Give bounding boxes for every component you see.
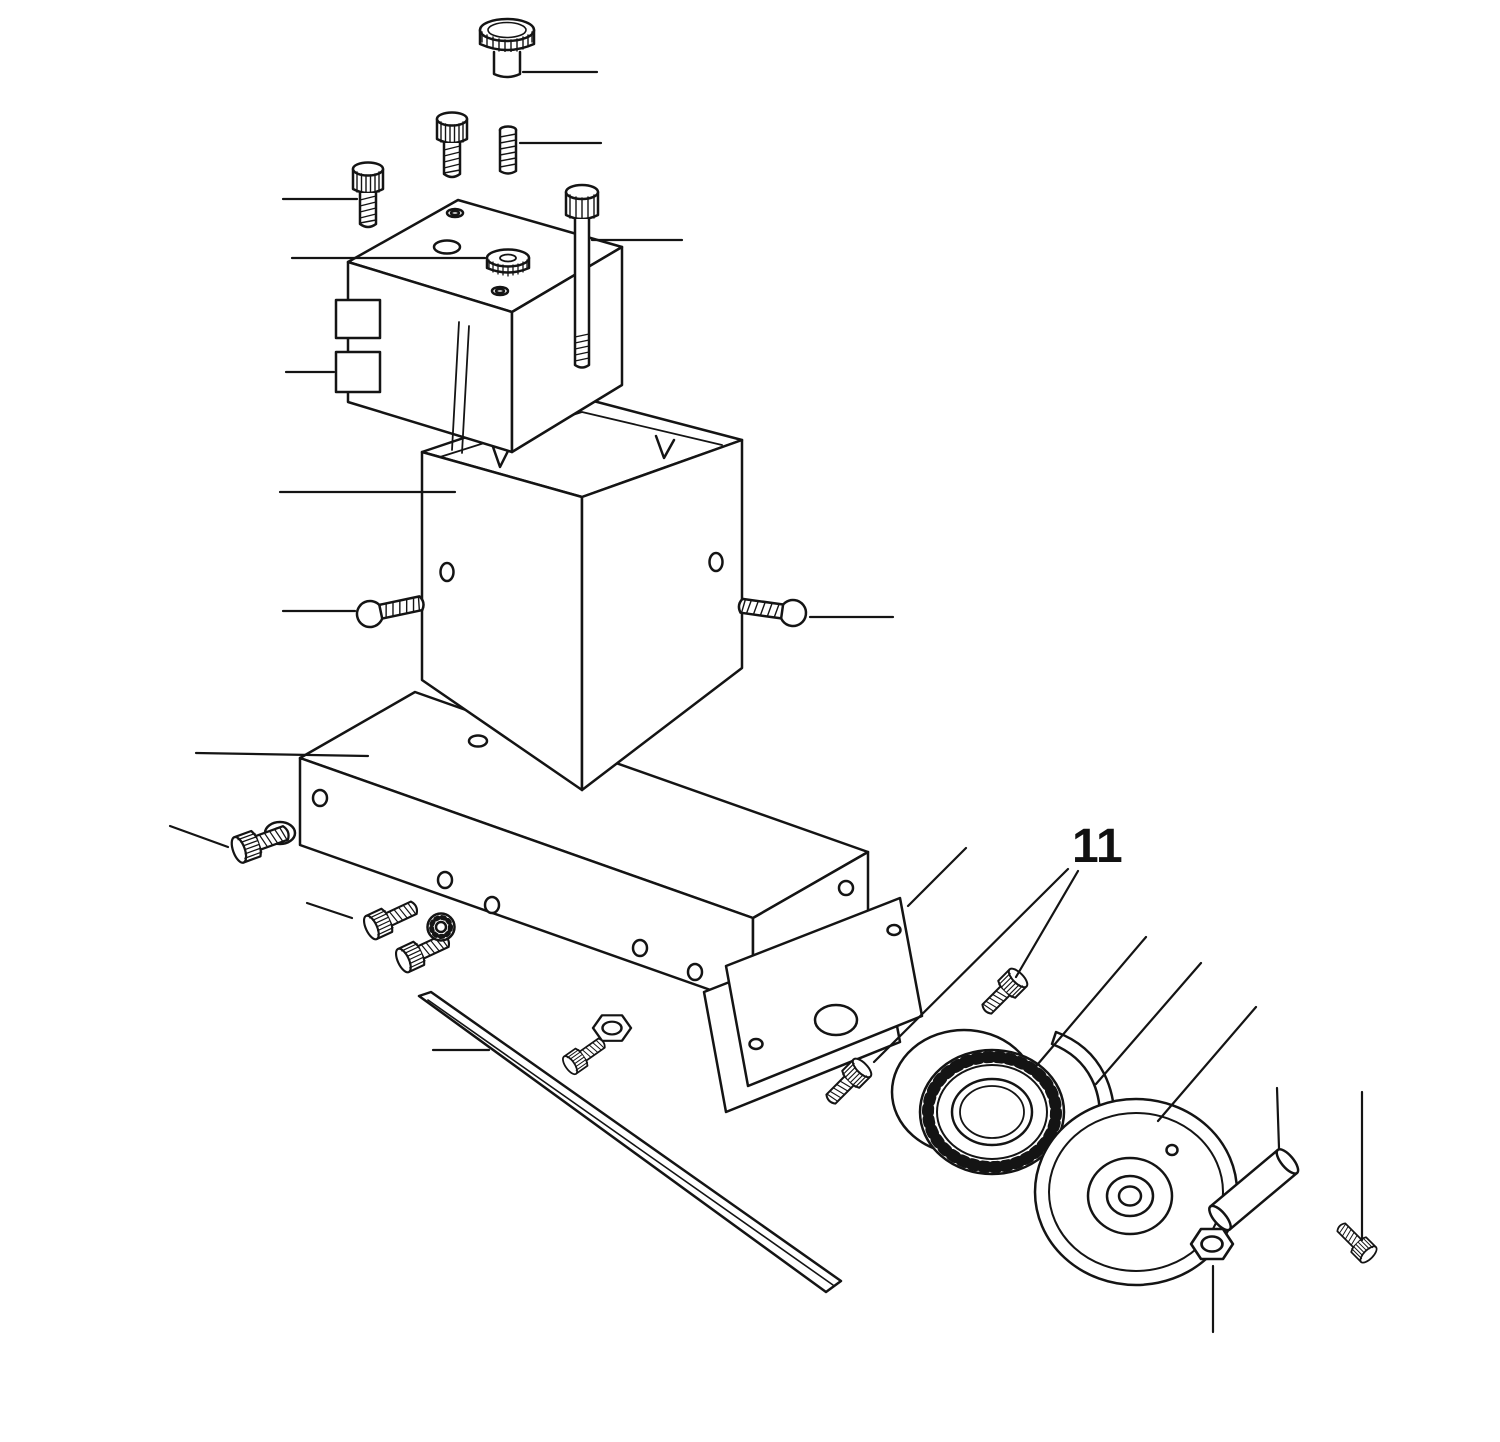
cover-plate-hole-large bbox=[813, 1003, 859, 1037]
plate-hole bbox=[686, 962, 704, 982]
leader-toothed-pulley bbox=[1030, 935, 1148, 1073]
block-hole bbox=[449, 209, 461, 217]
leader-spacer-pin bbox=[1275, 1086, 1281, 1150]
plate-hole bbox=[436, 870, 454, 890]
block-notch bbox=[334, 350, 382, 394]
toothed-pulley bbox=[890, 1028, 1066, 1176]
pan-head-screw-left bbox=[353, 588, 428, 631]
block-hole bbox=[432, 239, 462, 255]
leader-washer-screw bbox=[168, 824, 230, 849]
leader-pulley-wheel bbox=[1156, 1005, 1258, 1123]
plate-hole bbox=[631, 938, 649, 958]
knurled-cap-screw bbox=[478, 17, 536, 79]
hex-nut bbox=[591, 1014, 633, 1042]
cover-screw-a bbox=[975, 964, 1032, 1021]
pulley-pin-hole bbox=[1165, 1143, 1179, 1157]
cover-plate-hole-small bbox=[748, 1037, 764, 1051]
column-hole-right bbox=[708, 551, 724, 573]
socket-head-screw-b bbox=[351, 161, 385, 229]
column-hole-left bbox=[439, 561, 455, 583]
long-socket-screw bbox=[564, 183, 600, 369]
knurled-nut bbox=[485, 248, 531, 277]
pan-head-screw-right bbox=[735, 591, 809, 629]
mid-screw-a bbox=[359, 894, 423, 943]
gib-strip bbox=[417, 990, 843, 1294]
leader-lines bbox=[168, 70, 1364, 1334]
plate-hole bbox=[483, 895, 501, 915]
leader-11-b bbox=[872, 867, 1070, 1064]
small-socket-screw bbox=[1331, 1217, 1381, 1267]
plate-hole bbox=[311, 788, 329, 808]
spacer-pin bbox=[1208, 1148, 1300, 1232]
clamp-block bbox=[334, 198, 624, 454]
plate-hole bbox=[837, 879, 855, 897]
block-notch bbox=[334, 298, 382, 340]
nut-screw bbox=[559, 1032, 611, 1078]
leader-cover-plate bbox=[906, 846, 968, 908]
leader-base-plate bbox=[194, 751, 370, 758]
pulley-wheel bbox=[1033, 1097, 1239, 1287]
block-hole bbox=[494, 287, 506, 295]
column-body bbox=[420, 396, 744, 792]
washer-screw bbox=[227, 818, 294, 866]
face-screw bbox=[428, 914, 455, 941]
leader-belt-segment bbox=[1094, 961, 1203, 1086]
threaded-pin bbox=[498, 125, 518, 175]
leader-mid-screws bbox=[305, 901, 354, 920]
column-hole-bottom bbox=[467, 734, 489, 748]
socket-head-screw-a bbox=[435, 111, 469, 179]
cover-plate-hole-small bbox=[886, 923, 902, 937]
leader-11-a bbox=[1014, 869, 1080, 979]
callout-label-11: 11 bbox=[1072, 820, 1123, 873]
hex-plug bbox=[1189, 1227, 1235, 1261]
cover-plate bbox=[702, 896, 924, 1114]
